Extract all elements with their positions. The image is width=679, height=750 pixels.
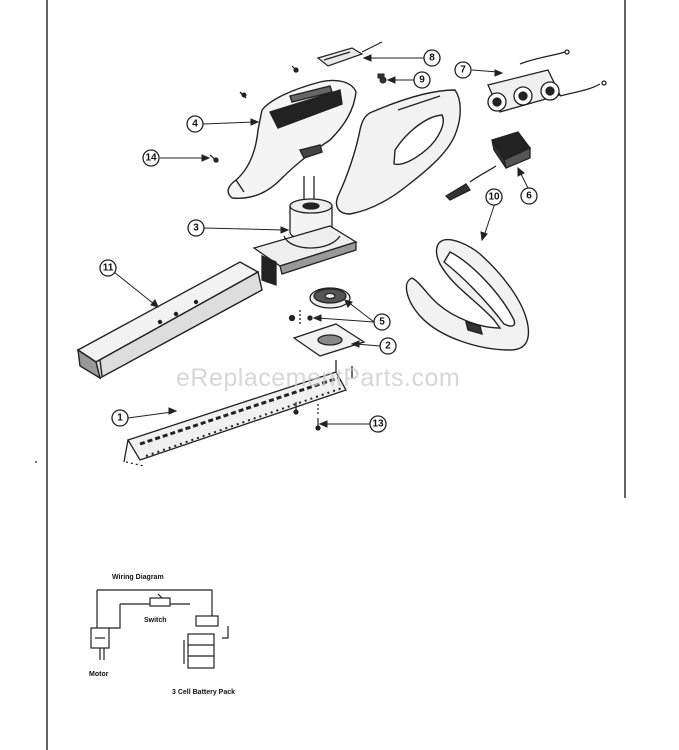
switch-label: Switch bbox=[144, 617, 167, 624]
stray-mark bbox=[35, 461, 37, 463]
part-2-plate bbox=[292, 323, 366, 378]
part-3-motor bbox=[252, 176, 358, 286]
svg-text:10: 10 bbox=[488, 192, 500, 203]
svg-text:1: 1 bbox=[117, 413, 123, 424]
watermark-text: eReplacementParts.com bbox=[176, 364, 460, 392]
callout-6: 6 bbox=[520, 187, 538, 205]
svg-text:14: 14 bbox=[145, 153, 157, 164]
svg-text:3: 3 bbox=[193, 223, 199, 234]
callout-5: 5 bbox=[373, 313, 391, 331]
callout-10: 10 bbox=[485, 188, 503, 206]
right-housing-half bbox=[335, 89, 461, 215]
part-4-left-housing bbox=[227, 79, 357, 199]
part-11-blade-guard bbox=[76, 261, 263, 380]
svg-text:11: 11 bbox=[103, 263, 114, 274]
part-10-handle bbox=[405, 238, 530, 351]
callout-9: 9 bbox=[413, 71, 431, 89]
svg-text:13: 13 bbox=[372, 419, 384, 430]
part-1-blade bbox=[123, 371, 347, 467]
callout-11: 11 bbox=[99, 259, 117, 277]
svg-text:4: 4 bbox=[192, 119, 198, 130]
callout-4: 4 bbox=[186, 115, 204, 133]
callout-3: 3 bbox=[187, 219, 205, 237]
part-7-battery-pack bbox=[487, 49, 607, 113]
svg-text:7: 7 bbox=[460, 65, 466, 76]
callout-7: 7 bbox=[454, 61, 472, 79]
leader-lines bbox=[113, 54, 529, 428]
callout-13: 13 bbox=[369, 415, 387, 433]
part-14-screw bbox=[209, 154, 219, 163]
part-9-clip bbox=[377, 73, 387, 84]
part-8-switch-cover bbox=[291, 41, 383, 73]
callout-2: 2 bbox=[379, 337, 397, 355]
motor-label: Motor bbox=[89, 671, 109, 678]
wiring-diagram-title: Wiring Diagram bbox=[112, 574, 164, 581]
svg-text:9: 9 bbox=[419, 75, 425, 86]
part-6-charger-jack bbox=[444, 131, 532, 201]
svg-text:5: 5 bbox=[379, 317, 385, 328]
part-5-gear bbox=[288, 287, 351, 326]
callout-14: 14 bbox=[142, 149, 160, 167]
svg-text:8: 8 bbox=[429, 53, 435, 64]
svg-text:6: 6 bbox=[526, 191, 532, 202]
callout-8: 8 bbox=[423, 49, 441, 67]
battery-pack-label: 3 Cell Battery Pack bbox=[172, 689, 235, 696]
svg-text:2: 2 bbox=[385, 341, 391, 352]
wiring-diagram bbox=[90, 589, 229, 669]
callout-1: 1 bbox=[111, 409, 129, 427]
part-13-screws bbox=[293, 402, 321, 431]
